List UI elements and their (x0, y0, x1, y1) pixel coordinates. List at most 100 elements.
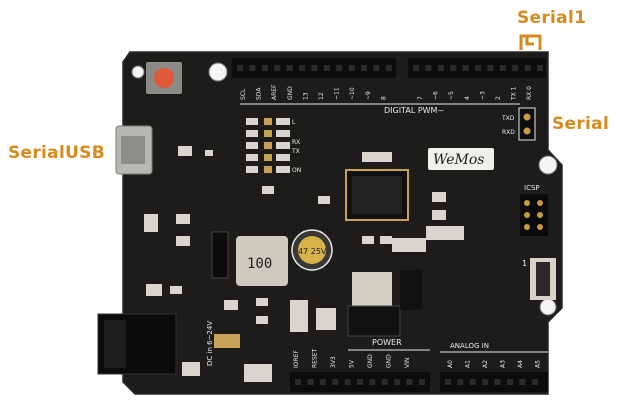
pin-hole (450, 65, 457, 71)
pin-label: 5V (349, 359, 356, 368)
led-array (246, 118, 290, 173)
pin-hole (469, 379, 476, 385)
mcu-chip (345, 169, 409, 221)
pin-label: ~6 (433, 91, 440, 100)
voltage-regulator (352, 272, 392, 306)
l-label: L (292, 119, 296, 126)
pin-hole (237, 65, 243, 71)
pin-label: RX 0 (526, 86, 533, 100)
pin-hole (487, 65, 494, 71)
regulator-chip (211, 231, 229, 279)
pin-hole (274, 65, 281, 71)
usb-chip (362, 152, 392, 162)
analog-label: ANALOG IN (450, 342, 489, 350)
pin-label: 12 (318, 92, 325, 100)
pin-hole (524, 65, 531, 71)
mounting-hole (208, 62, 228, 82)
pin-hole (437, 65, 444, 71)
digital-pwm-label: DIGITAL PWM~ (384, 106, 444, 115)
pin-hole (307, 379, 314, 385)
pin-hole (482, 379, 489, 385)
pin-hole (531, 379, 538, 385)
mounting-hole (538, 155, 558, 175)
pin-hole (249, 65, 256, 71)
pin-label: GND (386, 354, 393, 368)
txd-label: TXD (501, 115, 515, 122)
serial-callout: Serial (552, 114, 610, 134)
svg-text:WeMos: WeMos (433, 152, 484, 168)
pin-hole (462, 65, 469, 71)
six-pin-header (530, 258, 556, 300)
pin-hole (475, 65, 481, 71)
pin-hole (499, 65, 506, 71)
pin-hole (336, 65, 343, 71)
rxd-label: RXD (502, 129, 515, 136)
inductor: 100 (236, 236, 288, 286)
mounting-hole (131, 65, 145, 79)
pin-hole (286, 65, 293, 71)
pin-hole (419, 379, 425, 385)
serialusb-callout: SerialUSB (8, 143, 105, 163)
pin-hole (369, 379, 376, 385)
pin-hole (381, 379, 388, 385)
pin-hole (413, 65, 419, 71)
tx-label: TX (291, 148, 300, 155)
pin-hole (357, 379, 363, 385)
svg-text:100: 100 (247, 256, 272, 272)
pin-hole (311, 65, 318, 71)
serial-header (518, 107, 536, 141)
pin-label: SCL (240, 88, 247, 100)
on-label: ON (292, 167, 301, 174)
pin-label: AREF (271, 84, 278, 100)
mounting-hole (539, 298, 557, 316)
capacitor: 47 25V (291, 229, 333, 271)
pin-label: 2 (495, 96, 502, 100)
pin-label: RESET (312, 348, 319, 368)
serial1-bracket (519, 34, 542, 50)
pin-label: GND (367, 354, 374, 368)
pin-label: ~3 (479, 91, 486, 100)
pin-hole (457, 379, 464, 385)
serial1-callout: Serial1 (517, 8, 587, 28)
pin-label: 4 (464, 96, 471, 100)
pin-label: IOREF (293, 350, 300, 368)
pin-hole (332, 379, 339, 385)
pin-label: SDA (256, 87, 263, 100)
bottom-pin-header (290, 372, 548, 392)
pin-hole (299, 65, 305, 71)
pin-hole (295, 379, 301, 385)
pin-label: GND (287, 86, 294, 100)
rx-label: RX (292, 139, 300, 146)
pin-hole (494, 379, 501, 385)
pin-hole (323, 65, 330, 71)
header-one-label: 1 (522, 259, 527, 268)
pin-label: A2 (482, 360, 489, 368)
power-label: POWER (372, 338, 402, 347)
pin-label: TX 1 (511, 86, 518, 101)
pin-hole (348, 65, 355, 71)
pin-label: 13 (302, 92, 309, 100)
pin-label: A1 (465, 360, 472, 368)
reset-button (154, 68, 174, 88)
icsp-label: ICSP (524, 184, 540, 192)
top-pin-header (232, 58, 546, 78)
icsp-header (520, 194, 548, 236)
pin-hole (406, 379, 413, 385)
pin-label: ~5 (448, 91, 455, 100)
pin-hole (394, 379, 401, 385)
pin-label: A5 (535, 360, 542, 368)
pin-label: A4 (517, 360, 524, 368)
pin-label: A0 (447, 360, 454, 368)
pin-hole (507, 379, 513, 385)
pin-hole (385, 65, 392, 71)
pin-hole (445, 379, 451, 385)
pin-label: A3 (500, 360, 507, 368)
dc-power-jack (97, 313, 177, 375)
pin-label: VIN (404, 358, 411, 368)
pin-hole (425, 65, 432, 71)
wemos-logo: WeMos (428, 148, 494, 170)
pin-label: ~10 (349, 87, 356, 100)
voltage-label: DC in 6~24V (206, 321, 214, 366)
pin-label: ~11 (334, 87, 341, 100)
